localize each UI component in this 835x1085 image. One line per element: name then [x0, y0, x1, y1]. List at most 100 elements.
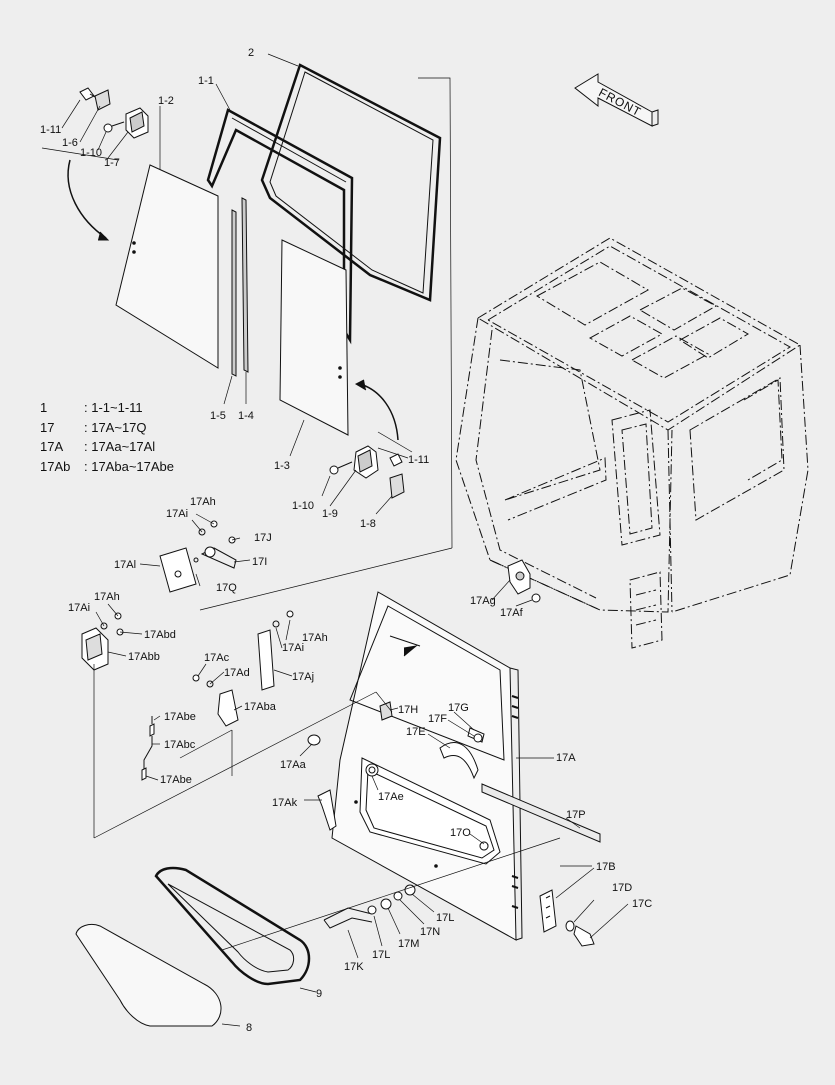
part-17Aa	[307, 734, 321, 746]
seal-9	[154, 866, 311, 986]
label-1-1: 1-1	[198, 75, 214, 87]
label-17Aa: 17Aa	[280, 759, 307, 771]
legend-range: : 1-1~1-11	[84, 400, 143, 415]
label-17M: 17M	[398, 938, 419, 950]
legend-row: 17 : 17A~17Q	[40, 418, 174, 438]
label-17Ac: 17Ac	[204, 652, 230, 664]
bolt-17F-17G	[467, 727, 485, 743]
legend-code: 17Ab	[40, 458, 71, 474]
rod-17Abc	[141, 716, 155, 781]
part-17H	[379, 701, 393, 721]
plate-17Aj	[257, 610, 294, 691]
strip-1-4	[241, 197, 249, 373]
label-17I: 17I	[252, 556, 267, 568]
label-17J: 17J	[254, 532, 272, 544]
label-2: 2	[248, 47, 254, 59]
label-17Ag: 17Ag	[470, 595, 496, 607]
label-17Ah-c: 17Ah	[302, 632, 328, 644]
label-17Ah-b: 17Ah	[94, 591, 120, 603]
frame-1-1	[206, 108, 354, 345]
latch-hardware-mid	[329, 445, 405, 499]
strip-1-5	[231, 209, 237, 377]
label-17E: 17E	[406, 726, 426, 738]
part-17O	[479, 841, 489, 851]
part-labels: 2 1-1 1-2 1-11 1-6 1-10 1-7 1-5 1-4 1-3 …	[40, 47, 652, 1034]
plate-17Al	[159, 520, 237, 593]
label-9: 9	[316, 988, 322, 1000]
leader-lines-door	[93, 513, 629, 1027]
label-1-8: 1-8	[360, 518, 376, 530]
label-1-6: 1-6	[62, 137, 78, 149]
label-17Abb: 17Abb	[128, 651, 160, 663]
handle-17E	[439, 742, 479, 780]
label-17F: 17F	[428, 713, 447, 725]
label-1-11-mid: 1-11	[408, 454, 429, 466]
assembly-legend: 1 : 1-1~1-11 17 : 17A~17Q 17A : 17Aa~17Al 1…	[40, 398, 174, 476]
label-17Ah-a: 17Ah	[190, 496, 216, 508]
label-17Abd: 17Abd	[144, 629, 176, 641]
label-8: 8	[246, 1022, 252, 1034]
label-17B: 17B	[596, 861, 616, 873]
bolt-17C-17D	[565, 920, 595, 947]
label-17Ad: 17Ad	[224, 667, 250, 679]
label-1-2: 1-2	[158, 95, 174, 107]
label-1-11-top: 1-11	[40, 124, 61, 136]
lever-17Ak	[317, 789, 337, 831]
legend-row: 1 : 1-1~1-11	[40, 398, 174, 418]
latch-17Ag	[507, 559, 541, 603]
label-1-7: 1-7	[104, 157, 120, 169]
label-17P: 17P	[566, 809, 586, 821]
hinge-17B	[539, 889, 557, 933]
legend-range: : 17Aba~17Abe	[84, 458, 174, 474]
front-label: FRONT	[596, 85, 643, 119]
bracket-17Abb	[81, 612, 124, 671]
cab-frame	[455, 237, 809, 649]
label-1-3: 1-3	[274, 460, 290, 472]
latch-hardware-top	[79, 87, 149, 139]
label-17Ai-b: 17Ai	[68, 602, 90, 614]
curved-arrows	[67, 159, 399, 441]
label-17Abe-bottom: 17Abe	[160, 774, 192, 786]
door-17A	[331, 591, 601, 941]
label-17N: 17N	[420, 926, 440, 938]
label-17G: 17G	[448, 702, 469, 714]
label-17Abe-top: 17Abe	[164, 711, 196, 723]
legend-range: : 17Aa~17Al	[84, 439, 156, 454]
label-17A: 17A	[556, 752, 576, 764]
label-17K: 17K	[344, 961, 364, 973]
label-17Aj: 17Aj	[292, 671, 314, 683]
legend-code: 1	[40, 400, 48, 415]
label-17L-right: 17L	[436, 912, 454, 924]
label-17Abc: 17Abc	[164, 739, 196, 751]
leader-lines-glass	[41, 53, 453, 549]
label-17H: 17H	[398, 704, 418, 716]
label-17Aba: 17Aba	[244, 701, 277, 713]
glass-1-2	[115, 164, 219, 369]
label-1-9: 1-9	[322, 508, 338, 520]
label-17C: 17C	[632, 898, 652, 910]
label-17Q: 17Q	[216, 582, 237, 594]
legend-code: 17	[40, 419, 55, 435]
glass-8	[75, 923, 222, 1027]
label-17Ae: 17Ae	[378, 791, 404, 803]
label-17Ai-c: 17Ai	[282, 642, 304, 654]
legend-row: 17A : 17Aa~17Al	[40, 437, 174, 457]
front-arrow: FRONT	[574, 73, 659, 127]
legend-code: 17A	[40, 439, 64, 454]
legend-range: : 17A~17Q	[84, 419, 147, 435]
latch-17Aba	[192, 674, 239, 727]
label-17Af: 17Af	[500, 607, 524, 619]
label-17O: 17O	[450, 827, 471, 839]
label-1-5: 1-5	[210, 410, 226, 422]
glass-1-3	[279, 239, 349, 436]
label-17Ai-a: 17Ai	[166, 508, 188, 520]
ubolt-17K	[323, 884, 416, 929]
label-1-10-mid: 1-10	[292, 500, 314, 512]
label-17D: 17D	[612, 882, 632, 894]
label-1-10-top: 1-10	[80, 147, 102, 159]
label-17Al: 17Al	[114, 559, 136, 571]
legend-row: 17Ab : 17Aba~17Abe	[40, 457, 174, 477]
seal-2	[260, 63, 442, 302]
label-17L-left: 17L	[372, 949, 390, 961]
